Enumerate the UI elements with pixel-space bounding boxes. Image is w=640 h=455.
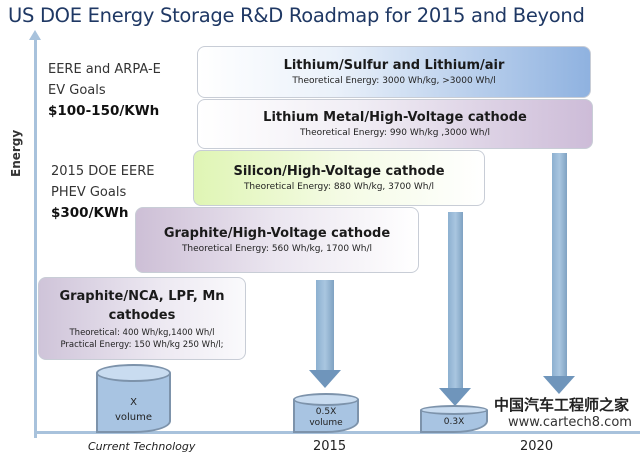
tech-name: Lithium/Sulfur and Lithium/air bbox=[283, 58, 505, 73]
tech-detail: Theoretical Energy: 990 Wh/kg ,3000 Wh/l bbox=[299, 128, 491, 138]
tech-name: Silicon/High-Voltage cathode bbox=[233, 164, 445, 179]
tech-detail: Theoretical: 400 Wh/kg,1400 Wh/l bbox=[69, 327, 215, 338]
down-arrow-icon bbox=[439, 388, 471, 406]
volume-cylinder-2020: 0.3X bbox=[420, 405, 488, 433]
watermark-url: www.cartech8.com bbox=[508, 415, 632, 430]
volume-label: volume bbox=[114, 412, 153, 423]
goal-line: EERE and ARPA-E bbox=[48, 62, 161, 77]
tech-box-silicon: Silicon/High-Voltage cathode Theoretical… bbox=[193, 150, 485, 206]
tech-name: Graphite/NCA, LPF, Mn cathodes bbox=[59, 288, 225, 323]
tech-name: Graphite/High-Voltage cathode bbox=[163, 226, 391, 241]
ev-goals: EERE and ARPA-E EV Goals $100-150/KWh bbox=[48, 59, 161, 122]
arrow-2015-shaft bbox=[316, 280, 334, 372]
tech-detail: Theoretical Energy: 3000 Wh/kg, >3000 Wh… bbox=[292, 76, 496, 86]
arrow-mid-shaft bbox=[448, 212, 463, 390]
x-label-2020: 2020 bbox=[520, 439, 554, 454]
goal-line: PHEV Goals bbox=[51, 185, 127, 200]
volume-label: volume bbox=[309, 418, 343, 428]
tech-box-graphite-nca: Graphite/NCA, LPF, Mn cathodes Theoretic… bbox=[38, 277, 246, 360]
slide-title: US DOE Energy Storage R&D Roadmap for 20… bbox=[8, 4, 585, 27]
tech-box-graphite-hv: Graphite/High-Voltage cathode Theoretica… bbox=[135, 207, 419, 273]
y-axis-label: Energy bbox=[9, 129, 23, 177]
tech-detail: Theoretical Energy: 880 Wh/kg, 3700 Wh/l bbox=[243, 182, 435, 192]
down-arrow-icon bbox=[543, 376, 575, 394]
tech-name: Lithium Metal/High-Voltage cathode bbox=[263, 110, 527, 125]
goal-line: EV Goals bbox=[48, 83, 106, 98]
down-arrow-icon bbox=[309, 370, 341, 388]
watermark-cn: 中国汽车工程师之家 bbox=[494, 396, 630, 414]
arrow-2020-shaft bbox=[552, 153, 567, 378]
x-label-current: Current Technology bbox=[88, 440, 196, 453]
phev-goals: 2015 DOE EERE PHEV Goals $300/KWh bbox=[51, 161, 154, 224]
axis-arrowhead-icon bbox=[29, 30, 41, 40]
volume-cylinder-current: X volume bbox=[96, 364, 171, 433]
time-axis bbox=[34, 431, 640, 434]
volume-label: 0.3X bbox=[443, 417, 465, 427]
tech-detail: Theoretical Energy: 560 Wh/kg, 1700 Wh/l bbox=[181, 244, 373, 254]
volume-label: X bbox=[130, 397, 137, 408]
tech-detail-practical: Practical Energy: 150 Wh/kg 250 Wh/l; bbox=[60, 339, 224, 350]
volume-label: 0.5X bbox=[315, 407, 337, 417]
energy-axis bbox=[34, 38, 37, 438]
volume-cylinder-2015: 0.5X volume bbox=[293, 393, 359, 433]
goal-cost: $100-150/KWh bbox=[48, 103, 160, 119]
goal-cost: $300/KWh bbox=[51, 205, 129, 221]
x-label-2015: 2015 bbox=[313, 439, 347, 454]
goal-line: 2015 DOE EERE bbox=[51, 164, 155, 179]
tech-box-lithium-sulfur-air: Lithium/Sulfur and Lithium/air Theoretic… bbox=[197, 46, 591, 98]
tech-box-lithium-metal: Lithium Metal/High-Voltage cathode Theor… bbox=[197, 99, 593, 149]
